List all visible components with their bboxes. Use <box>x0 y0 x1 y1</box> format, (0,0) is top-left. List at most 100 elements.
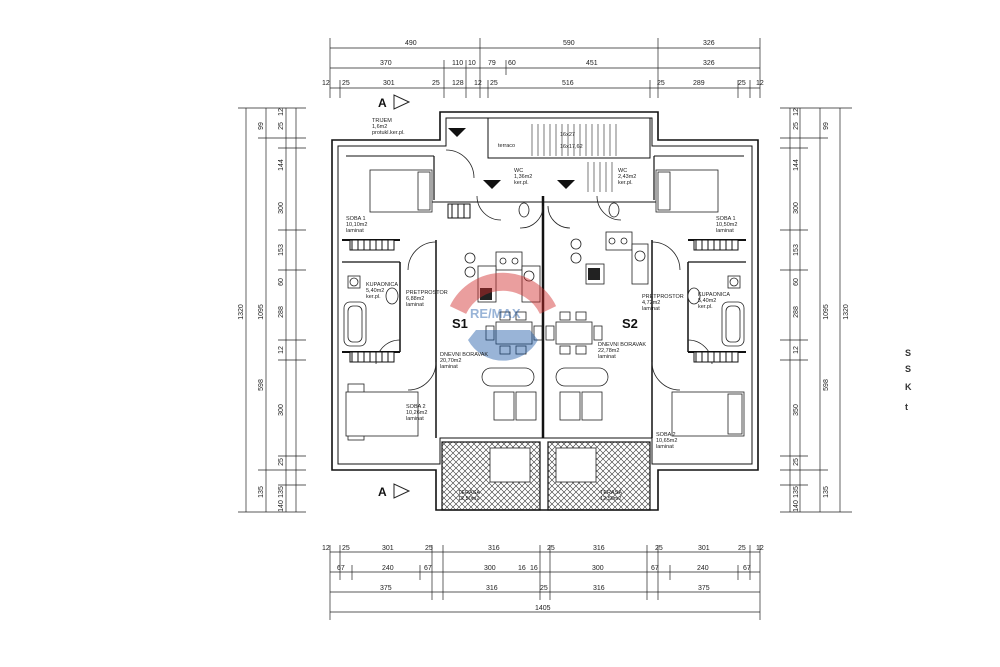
room-label-terasa-right: TERASA 12,50m2 <box>600 490 622 502</box>
dim-label: 300 <box>278 202 285 214</box>
dim-label: 25 <box>738 80 746 87</box>
dim-label: 25 <box>655 545 663 552</box>
dim-label: 288 <box>793 306 800 318</box>
terrace-left <box>441 441 541 511</box>
room-label-wc-left: WC 1,36m2 ker.pl. <box>514 168 532 186</box>
top-dimensions <box>329 38 761 98</box>
dim-label: 1095 <box>823 304 830 320</box>
dim-label: 135 <box>823 486 830 498</box>
dim-label: 300 <box>484 565 496 572</box>
room-label-terraco: terraco <box>498 143 515 149</box>
svg-text:ker.pl.: ker.pl. <box>698 304 713 310</box>
dim-label: 10 <box>468 60 476 67</box>
dim-label: 153 <box>793 244 800 256</box>
svg-text:12,50m2: 12,50m2 <box>600 496 621 502</box>
entrance-arrows <box>448 128 575 189</box>
svg-text:WC: WC <box>514 168 523 174</box>
dim-label: 1320 <box>843 304 850 320</box>
dim-label: 316 <box>486 585 498 592</box>
side-text: S S K t <box>905 348 912 412</box>
dim-label: 326 <box>703 60 715 67</box>
dim-label: 67 <box>743 565 751 572</box>
dim-label: 99 <box>823 122 830 130</box>
dim-label: 99 <box>258 122 265 130</box>
svg-text:TERASA: TERASA <box>458 490 480 496</box>
dim-label: 25 <box>793 458 800 466</box>
dim-label: 25 <box>657 80 665 87</box>
dim-label: 16 <box>530 565 538 572</box>
svg-text:A: A <box>378 485 387 499</box>
dim-label: 1095 <box>258 304 265 320</box>
dim-label: 25 <box>432 80 440 87</box>
room-label-soba2-left: SOBA 2 10,26m2 laminat <box>406 404 427 422</box>
svg-text:SOBA 2: SOBA 2 <box>406 404 426 410</box>
dim-label: 12 <box>322 545 330 552</box>
door-swings <box>375 149 713 391</box>
dim-label: 516 <box>562 80 574 87</box>
watermark-logo: RE/MAX <box>449 272 557 361</box>
svg-text:S: S <box>905 348 911 358</box>
dim-label: 301 <box>383 80 395 87</box>
dim-label: 25 <box>278 122 285 130</box>
dim-label: 350 <box>793 404 800 416</box>
room-label-boravak-right: DNEVNI BORAVAK 22,78m2 laminat <box>598 342 646 360</box>
svg-text:SOBA 2: SOBA 2 <box>656 432 676 438</box>
svg-text:10,26m2: 10,26m2 <box>406 410 427 416</box>
section-mark-bottom: A <box>378 483 411 499</box>
room-label-soba2-right: SOBA 2 10,65m2 laminat <box>656 432 677 450</box>
svg-text:laminat: laminat <box>642 306 660 312</box>
svg-text:TERASA: TERASA <box>600 490 622 496</box>
dim-label: 301 <box>382 545 394 552</box>
room-label-kupaonica-left: KUPAONICA 5,40m2 ker.pl. <box>366 282 398 300</box>
dim-label: 135 <box>258 486 265 498</box>
svg-text:WC: WC <box>618 168 627 174</box>
svg-text:SOBA 1: SOBA 1 <box>716 216 736 222</box>
top-dim-row3: 12 25 301 25 128 12 25 516 25 289 25 12 <box>322 80 764 87</box>
stove-icon <box>480 268 600 300</box>
dim-label: 300 <box>592 565 604 572</box>
svg-text:A: A <box>378 96 387 110</box>
bottom-dim-row3: 375 316 25 316 375 <box>380 585 710 592</box>
svg-text:t: t <box>905 402 908 412</box>
svg-text:laminat: laminat <box>406 302 424 308</box>
bottom-dimensions <box>329 545 761 620</box>
dim-label: 240 <box>382 565 394 572</box>
svg-text:SOBA 1: SOBA 1 <box>346 216 366 222</box>
dim-label: 25 <box>342 545 350 552</box>
svg-text:TRIJEM: TRIJEM <box>372 118 392 124</box>
room-label-predprostor-right: PRETPROSTOR 4,72m2 laminat <box>642 294 684 312</box>
dim-label: 12 <box>793 346 800 354</box>
dim-label: 370 <box>380 60 392 67</box>
dim-label: 25 <box>278 458 285 466</box>
dim-label: 1320 <box>238 304 245 320</box>
room-label-wc-right: WC 2,43m2 ker.pl. <box>618 168 636 186</box>
svg-text:laminat: laminat <box>716 228 734 234</box>
svg-text:KUPAONICA: KUPAONICA <box>366 282 398 288</box>
dim-label: 300 <box>278 404 285 416</box>
dim-label: 289 <box>693 80 705 87</box>
room-label-predprostor-left: PRETPROSTOR 6,88m2 laminat <box>406 290 448 308</box>
dim-label: 490 <box>405 40 417 47</box>
svg-text:laminat: laminat <box>440 364 458 370</box>
svg-text:laminat: laminat <box>598 354 616 360</box>
dim-label: 140 <box>793 500 800 512</box>
dim-label: 25 <box>490 80 498 87</box>
dim-label: 12 <box>278 346 285 354</box>
dim-label: 598 <box>258 379 265 391</box>
dim-label: 60 <box>278 278 285 286</box>
dining-table <box>485 311 603 355</box>
dim-label: 25 <box>540 585 548 592</box>
svg-text:10,50m2: 10,50m2 <box>716 222 737 228</box>
dim-label: 25 <box>342 80 350 87</box>
dim-label: 12 <box>322 80 330 87</box>
svg-text:ker.pl.: ker.pl. <box>618 180 633 186</box>
dim-label: 60 <box>793 278 800 286</box>
dim-label: 79 <box>488 60 496 67</box>
dim-label: 16 <box>518 565 526 572</box>
svg-text:laminat: laminat <box>346 228 364 234</box>
room-label-terasa-left: TERASA 12,50m2 <box>458 490 480 502</box>
dim-label: 67 <box>337 565 345 572</box>
dim-label: 12 <box>793 108 800 116</box>
dim-label: 110 <box>452 60 463 67</box>
